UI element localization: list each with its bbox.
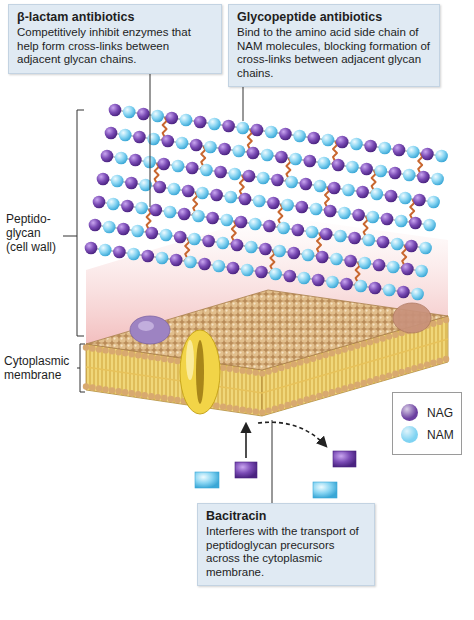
callout-heading: Bacitracin [206,509,366,524]
callout-heading: Glycopeptide antibiotics [237,10,431,25]
legend-row: NAG [401,404,453,421]
callout-text: Competitively inhibit enzymes that help … [17,26,213,67]
membrane-proteins [130,303,431,414]
callout-box: Glycopeptide antibioticsBind to the amin… [228,4,440,87]
part-label: Cytoplasmic membrane [4,354,76,382]
part-label: Peptido- glycan (cell wall) [6,212,60,254]
callout-text: Bind to the amino acid side chain of NAM… [237,26,431,80]
precursor-molecules [195,451,356,498]
callout-text: Interferes with the transport of peptido… [206,525,366,579]
brackets [63,110,85,392]
callout-box: BacitracinInterferes with the transport … [197,503,375,586]
legend-box: NAG NAM [392,392,462,455]
callout-heading: β-lactam antibiotics [17,10,213,25]
legend-swatch [401,426,418,443]
callout-box: β-lactam antibioticsCompetitively inhibi… [8,4,222,74]
legend-swatch [401,404,418,421]
glycan-chains [85,104,448,301]
transport-arrows [246,422,326,458]
legend-text: NAM [427,428,454,442]
legend-text: NAG [427,406,453,420]
legend-row: NAM [401,426,453,443]
leader-lines [150,60,272,540]
